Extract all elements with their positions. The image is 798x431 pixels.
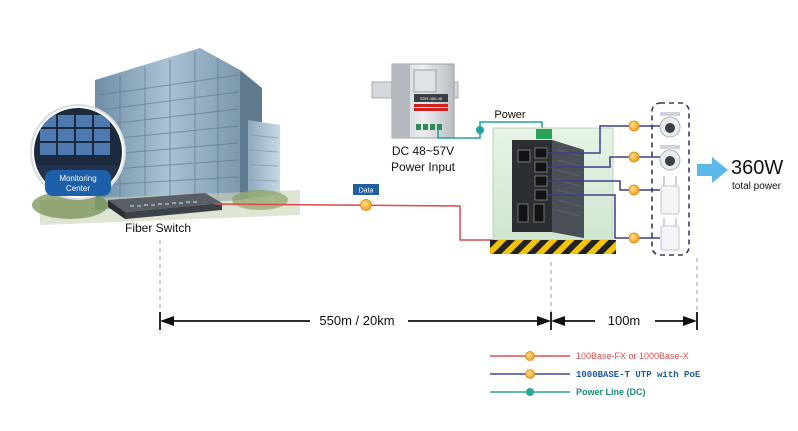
monitoring-center-icon <box>30 104 126 200</box>
power-label: Power <box>494 109 526 121</box>
access-point-icon <box>660 218 680 251</box>
legend-item-power: Power Line (DC) <box>490 387 646 397</box>
ptz-camera-icon <box>659 112 681 138</box>
total-power-value: 360W <box>731 157 783 179</box>
distance-dimension-fiber <box>159 312 552 330</box>
legend-item-fiber: 100Base-FX or 1000Base-X <box>490 351 689 361</box>
legend-label: 1000BASE-T UTP with PoE <box>576 370 701 380</box>
psu-model-label: SDR-480-48 <box>420 96 443 101</box>
fiber-switch-icon <box>108 193 222 219</box>
distance-fiber-label: 550m / 20km <box>319 313 394 328</box>
power-line-marker <box>476 126 484 134</box>
monitoring-label-line2: Center <box>66 184 90 193</box>
poe-devices-group <box>651 102 690 256</box>
total-power-caption: total power <box>732 181 782 192</box>
industrial-switch-icon <box>512 129 584 238</box>
data-tag-label: Data <box>359 188 374 195</box>
dc-input-label-line2: Power Input <box>391 160 456 174</box>
ptz-camera-icon <box>659 145 681 171</box>
legend-label: 100Base-FX or 1000Base-X <box>576 351 689 361</box>
arrow-right-icon <box>697 157 728 183</box>
fiber-link-marker <box>360 199 372 211</box>
distance-utp-label: 100m <box>608 313 641 328</box>
dc-input-label-line1: DC 48~57V <box>392 144 454 158</box>
legend-label: Power Line (DC) <box>576 387 646 397</box>
utp-link-markers <box>628 120 640 244</box>
legend: 100Base-FX or 1000Base-X 1000BASE-T UTP … <box>490 351 701 397</box>
access-point-icon <box>660 176 680 215</box>
building-icon <box>32 48 300 225</box>
fiber-switch-label: Fiber Switch <box>125 221 191 235</box>
distance-dimension-utp <box>551 312 698 330</box>
legend-item-utp: 1000BASE-T UTP with PoE <box>490 369 701 380</box>
power-supply-icon <box>371 63 459 139</box>
data-tag <box>353 184 379 195</box>
monitoring-label-line1: Monitoring <box>59 174 96 183</box>
